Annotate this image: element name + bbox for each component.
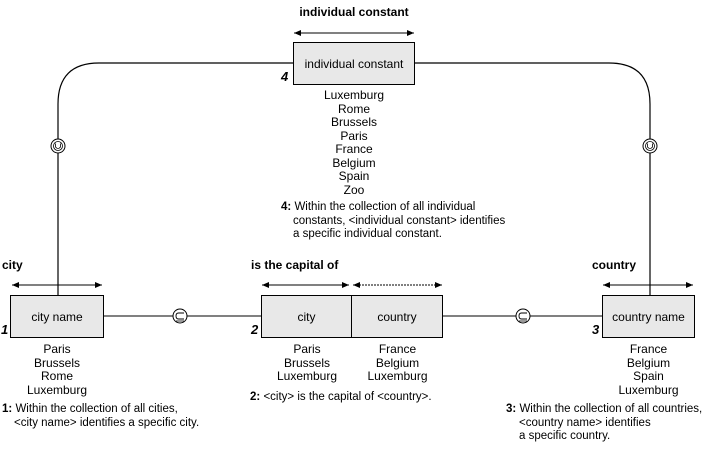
population-value: Luxemburg: [367, 369, 428, 383]
population-value: Spain: [633, 369, 664, 383]
union-icon: [50, 138, 66, 154]
population-value: France: [378, 342, 417, 356]
note-line: constants, <individual constant> identif…: [293, 214, 506, 227]
union-connector-line-right: [415, 62, 651, 295]
role-box-country-name[interactable]: country name: [602, 295, 695, 338]
note-number: 2: [250, 391, 257, 403]
fact-type-header-city: city: [2, 258, 23, 272]
population-value: Belgium: [375, 355, 420, 370]
note-line: Within the collection of all countries,: [519, 403, 703, 415]
population-value: Paris: [293, 342, 321, 356]
population-value: Brussels: [330, 115, 377, 129]
fact-type-note-1: 1: Within the collection of all cities, …: [2, 403, 200, 429]
population-value: Rome: [337, 101, 370, 116]
note-line: <country name> identifies: [519, 416, 651, 429]
role-box-city-name[interactable]: city name: [10, 295, 104, 338]
fact-type-number-4: 4: [281, 69, 289, 84]
population-value: Luxemburg: [323, 88, 385, 102]
union-icon: [642, 138, 658, 154]
population-city: Paris Brussels Rome Luxemburg: [12, 342, 102, 397]
note-number: 4: [281, 201, 288, 213]
fact-type-header-individual-constant: individual constant: [299, 5, 409, 19]
fact-type-number-2: 2: [251, 322, 259, 337]
population-value: France: [629, 342, 668, 356]
role-box-country[interactable]: country: [351, 295, 443, 338]
population-country: France Belgium Spain Luxemburg: [602, 342, 695, 397]
note-line: <city> is the capital of <country>.: [263, 391, 432, 403]
subset-icon: [515, 308, 531, 324]
population-capital-city: Paris Brussels Luxemburg: [262, 342, 352, 384]
note-line: a specific country.: [519, 430, 611, 442]
population-individual-constant: Luxemburg Rome Brussels Paris France Bel…: [306, 88, 402, 197]
population-value: Brussels: [33, 355, 80, 370]
population-value: Luxemburg: [276, 369, 338, 383]
union-connector-line: [57, 62, 293, 295]
fact-type-number-1: 1: [1, 322, 9, 337]
note-number: 3: [506, 403, 513, 415]
population-value: Luxemburg: [26, 382, 88, 397]
note-line: Within the collection of all cities,: [15, 403, 178, 415]
population-value: Zoo: [343, 182, 365, 197]
population-value: France: [335, 142, 373, 156]
role-box-city[interactable]: city: [261, 295, 352, 338]
fact-type-header-country: country: [592, 258, 637, 272]
population-value: Paris: [340, 128, 368, 143]
fact-type-number-3: 3: [592, 322, 600, 337]
population-value: Paris: [43, 342, 71, 356]
fact-type-header-is-the-capital-of: is the capital of: [251, 258, 339, 272]
population-value: Brussels: [283, 355, 330, 370]
note-line: a specific individual constant.: [293, 228, 442, 240]
population-capital-country: France Belgium Luxemburg: [352, 342, 443, 384]
note-line: <city name> identifies a specific city.: [14, 416, 200, 429]
note-number: 1: [2, 403, 9, 415]
fact-type-note-2: 2: <city> is the capital of <country>.: [250, 391, 432, 403]
population-value: Spain: [338, 169, 370, 183]
note-line: Within the collection of all individual: [294, 201, 476, 213]
fact-type-note-4: 4: Within the collection of all individu…: [281, 201, 506, 240]
population-value: Rome: [40, 369, 73, 383]
population-value: Belgium: [626, 355, 671, 370]
population-value: Luxemburg: [618, 382, 679, 397]
role-box-individual-constant[interactable]: individual constant: [293, 42, 415, 85]
population-value: Belgium: [332, 155, 376, 170]
fact-type-note-3: 3: Within the collection of all countrie…: [506, 403, 703, 442]
subset-icon: [172, 308, 188, 324]
